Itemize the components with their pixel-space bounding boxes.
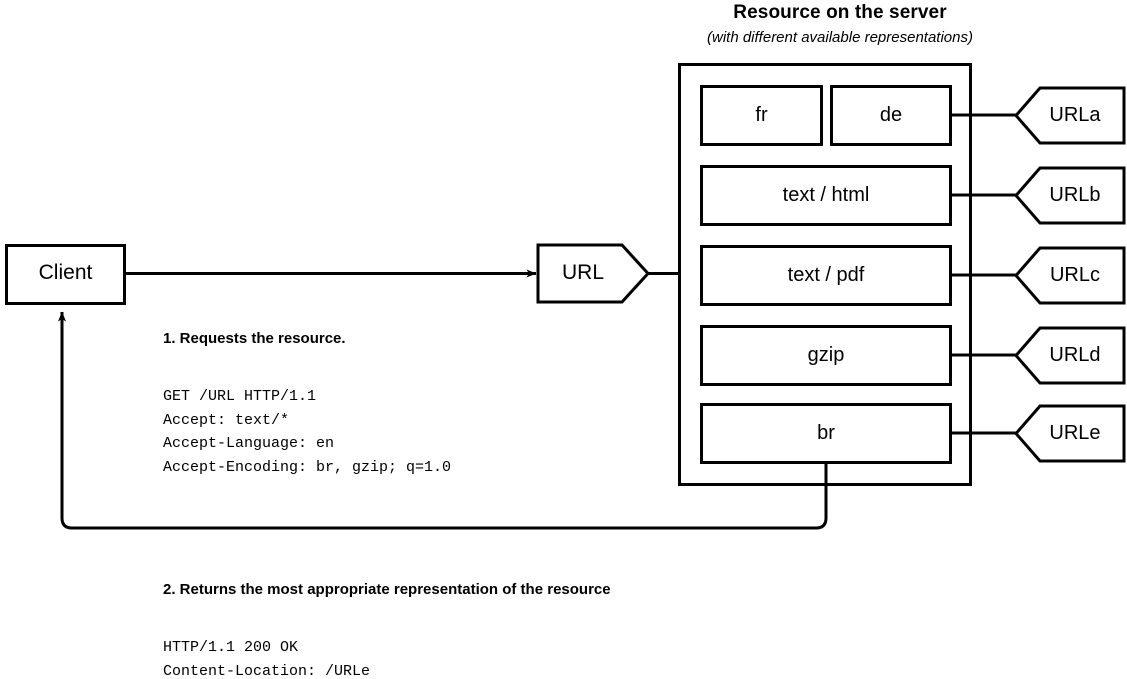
url-node-shape[interactable] xyxy=(536,243,651,304)
representation-label-fr: fr xyxy=(755,104,768,126)
url-tag-shape-urlc[interactable] xyxy=(1014,246,1126,305)
representation-label-text-html: text / html xyxy=(782,184,870,206)
representation-label-gzip: gzip xyxy=(807,344,845,366)
url-tag-label-urlc: URLc xyxy=(1049,264,1100,286)
url-tag-shape-urld[interactable] xyxy=(1014,326,1126,385)
url-tag-shape-urle[interactable] xyxy=(1014,404,1126,463)
server-title: Resource on the server xyxy=(733,2,947,23)
representation-box-text-pdf[interactable] xyxy=(700,245,952,306)
response-headers: HTTP/1.1 200 OK Content-Location: /URLe … xyxy=(163,639,371,679)
url-node-label: URL xyxy=(561,261,604,284)
url-tag-label-urlb: URLb xyxy=(1049,184,1101,206)
response-message-block: 2. Returns the most appropriate represen… xyxy=(163,545,611,679)
representation-box-gzip[interactable] xyxy=(700,325,952,386)
client-box[interactable] xyxy=(5,244,126,305)
representation-label-text-pdf: text / pdf xyxy=(787,264,865,286)
representation-box-de[interactable] xyxy=(830,85,952,146)
url-tag-shape-urla[interactable] xyxy=(1014,86,1126,145)
url-tag-shape-urlb[interactable] xyxy=(1014,166,1126,225)
representation-box-br[interactable] xyxy=(700,403,952,464)
representation-label-br: br xyxy=(817,422,835,444)
response-title: 2. Returns the most appropriate represen… xyxy=(163,581,611,598)
request-message-block: 1. Requests the resource. GET /URL HTTP/… xyxy=(163,294,451,515)
representation-box-text-html[interactable] xyxy=(700,165,952,226)
url-tag-label-urle: URLe xyxy=(1049,422,1101,444)
client-label: Client xyxy=(38,261,93,284)
request-headers: GET /URL HTTP/1.1 Accept: text/* Accept-… xyxy=(163,388,452,476)
url-tag-label-urla: URLa xyxy=(1049,104,1101,126)
request-title: 1. Requests the resource. xyxy=(163,330,346,347)
server-subtitle: (with different available representation… xyxy=(707,29,973,46)
url-tag-label-urld: URLd xyxy=(1049,344,1101,366)
response-arrow xyxy=(58,311,828,530)
representation-box-fr[interactable] xyxy=(700,85,823,146)
representation-label-de: de xyxy=(879,104,903,126)
